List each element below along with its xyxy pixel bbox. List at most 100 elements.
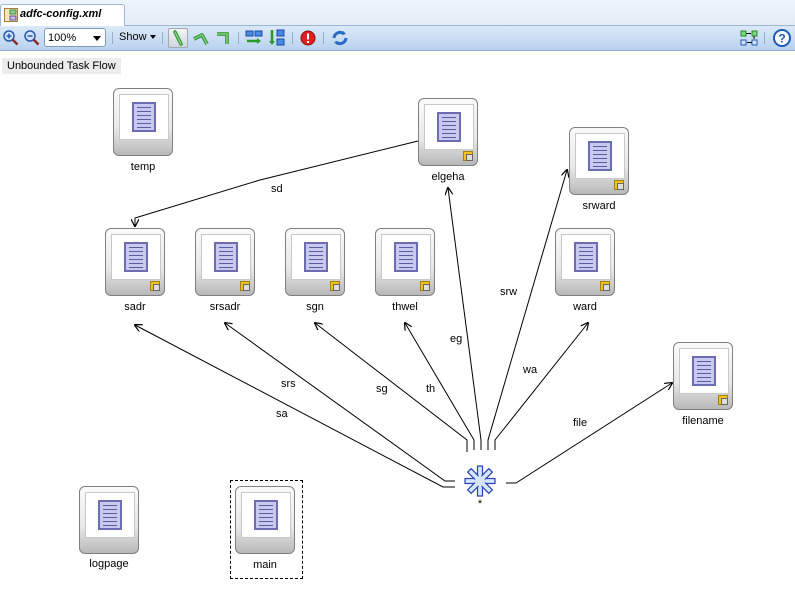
help-button[interactable]: ? — [772, 28, 792, 48]
node-label-sgn: sgn — [306, 301, 324, 313]
refresh-button[interactable] — [330, 28, 350, 48]
page-definition-icon — [463, 151, 473, 161]
edge-label-sd[interactable]: sd — [271, 183, 283, 195]
toolbar-separator — [162, 32, 163, 44]
page-icon — [124, 242, 148, 272]
selection-outline — [230, 480, 303, 579]
page-icon — [574, 242, 598, 272]
node-label-filename: filename — [682, 415, 724, 427]
node-label-main: main — [253, 559, 277, 571]
view-node-filename[interactable] — [673, 342, 733, 410]
node-label-sadr: sadr — [124, 301, 146, 313]
unbounded-task-flow-label: Unbounded Task Flow — [2, 58, 121, 74]
page-icon — [98, 500, 122, 530]
view-node-temp[interactable] — [113, 88, 173, 156]
view-node-elgeha[interactable] — [418, 98, 478, 166]
layout-horizontal-button[interactable] — [244, 28, 264, 48]
edge-srw[interactable] — [487, 170, 567, 450]
edge-sa[interactable] — [135, 325, 455, 488]
show-label: Show — [119, 31, 147, 43]
page-icon — [304, 242, 328, 272]
edge-label-eg[interactable]: eg — [450, 333, 463, 345]
edge-srs[interactable] — [225, 323, 455, 482]
edge-label-sa[interactable]: sa — [276, 408, 288, 420]
toolbar-separator — [112, 32, 113, 44]
view-node-logpage[interactable] — [79, 486, 139, 554]
error-icon — [300, 30, 316, 46]
edge-label-srs[interactable]: srs — [281, 378, 296, 390]
orthogonal-button[interactable] — [213, 28, 233, 48]
page-definition-icon — [614, 180, 624, 190]
page-icon — [132, 102, 156, 132]
layout-vertical-icon — [269, 29, 285, 46]
edge-label-wa[interactable]: wa — [523, 364, 538, 376]
page-icon — [394, 242, 418, 272]
show-menu-button[interactable]: Show — [119, 31, 156, 43]
view-node-sadr[interactable] — [105, 228, 165, 296]
straight-line-button[interactable] — [168, 28, 188, 48]
page-definition-icon — [240, 281, 250, 291]
zoom-in-button[interactable] — [1, 28, 21, 48]
zoom-out-icon — [24, 30, 40, 46]
edge-label-sg[interactable]: sg — [376, 383, 388, 395]
help-icon: ? — [773, 29, 791, 47]
zoom-level-select[interactable]: 100% — [44, 28, 106, 47]
refresh-icon — [332, 30, 348, 46]
page-icon — [214, 242, 238, 272]
node-label-ward: ward — [573, 301, 597, 313]
tab-adfc-config[interactable]: adfc-config.xml — [0, 4, 125, 26]
polyline-button[interactable] — [191, 28, 211, 48]
edge-label-file[interactable]: file — [573, 417, 588, 429]
page-icon — [437, 112, 461, 142]
edge-file[interactable] — [506, 383, 672, 484]
view-node-srward[interactable] — [569, 127, 629, 195]
edge-sd[interactable] — [135, 140, 419, 226]
chevron-down-icon — [149, 35, 156, 40]
node-label-srsadr: srsadr — [209, 301, 241, 313]
page-definition-icon — [718, 395, 728, 405]
chevron-down-icon — [93, 36, 101, 41]
page-icon — [588, 141, 612, 171]
node-label-logpage: logpage — [89, 558, 129, 570]
node-label-elgeha: elgeha — [431, 171, 465, 183]
toolbar-separator — [323, 32, 324, 44]
zoom-level-value: 100% — [48, 32, 77, 44]
page-definition-icon — [330, 281, 340, 291]
zoom-out-button[interactable] — [22, 28, 42, 48]
view-node-ward[interactable] — [555, 228, 615, 296]
page-icon — [692, 356, 716, 386]
view-node-sgn[interactable] — [285, 228, 345, 296]
node-label-temp: temp — [130, 161, 156, 173]
layout-horizontal-icon — [245, 30, 263, 44]
wildcard-control-flow-icon[interactable] — [464, 465, 496, 497]
show-errors-button[interactable] — [298, 28, 318, 48]
node-label-srward: srward — [582, 200, 616, 212]
view-node-main[interactable] — [235, 486, 295, 554]
straight-line-icon — [173, 30, 183, 46]
polyline-icon — [193, 33, 209, 45]
edge-eg[interactable] — [448, 188, 482, 450]
arrange-links-button[interactable] — [739, 28, 759, 48]
diagram-toolbar: 100% Show ? — [0, 26, 795, 51]
zoom-in-icon — [3, 30, 19, 46]
tab-bar: adfc-config.xml — [0, 0, 795, 26]
edge-label-th[interactable]: th — [426, 383, 436, 395]
edge-wa[interactable] — [494, 323, 588, 450]
wildcard-label: * — [477, 498, 483, 510]
page-definition-icon — [420, 281, 430, 291]
orthogonal-icon — [217, 32, 229, 44]
view-node-thwel[interactable] — [375, 228, 435, 296]
view-node-srsadr[interactable] — [195, 228, 255, 296]
edge-sg[interactable] — [315, 323, 468, 452]
toolbar-separator — [292, 32, 293, 44]
tab-label: adfc-config.xml — [20, 8, 102, 20]
edge-label-srw[interactable]: srw — [500, 286, 518, 298]
toolbar-separator — [238, 32, 239, 44]
task-flow-file-icon — [4, 8, 18, 22]
arrange-links-icon — [740, 30, 758, 46]
toolbar-separator — [764, 32, 765, 44]
edge-th[interactable] — [405, 323, 475, 450]
layout-vertical-button[interactable] — [267, 28, 287, 48]
svg-text:?: ? — [778, 32, 785, 46]
